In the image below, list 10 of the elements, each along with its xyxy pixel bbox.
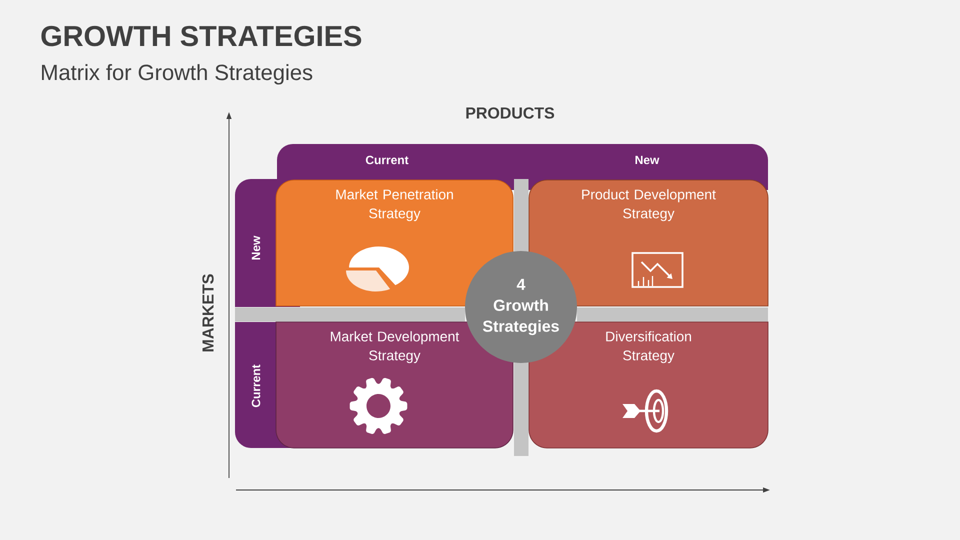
column-label: Current	[366, 156, 408, 164]
axis-label: PRODUCTS	[466, 107, 554, 119]
divider-bar	[514, 362, 528, 456]
divider-bar	[235, 308, 465, 322]
column-label: New	[636, 156, 660, 164]
divider-bar	[577, 308, 768, 322]
subtitle: Matrix for Growth Strategies	[42, 64, 312, 85]
axis-label: MARKETS	[202, 274, 214, 352]
divider-bar	[514, 179, 528, 252]
title: GROWTH STRATEGIES	[41, 26, 362, 46]
